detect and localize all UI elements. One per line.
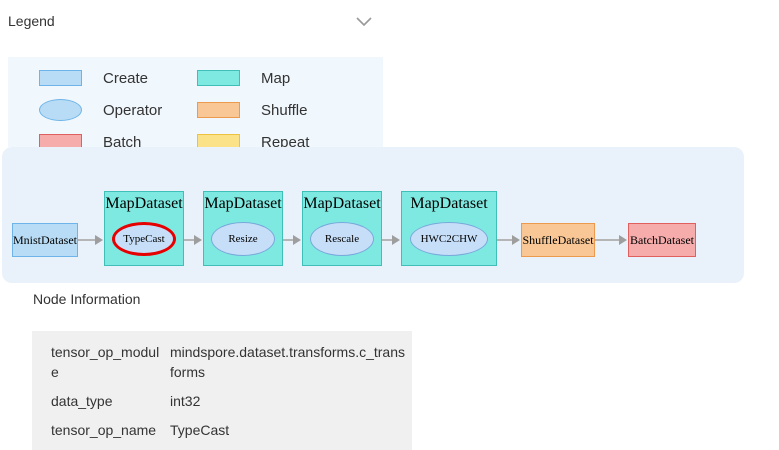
graph-node-create[interactable]: MnistDataset <box>12 223 78 257</box>
legend-item-create: Create <box>39 63 197 93</box>
node-info-value: TypeCast <box>170 422 230 438</box>
legend-item-label: Repeat <box>261 133 310 151</box>
map-node-title: MapDataset <box>410 195 488 212</box>
node-info-value: mindspore.dataset.transforms.c_transform… <box>170 344 405 380</box>
node-info-value: int32 <box>170 393 201 409</box>
node-info-title: Node Information <box>33 291 141 307</box>
node-info-table: tensor_op_module mindspore.dataset.transf… <box>32 331 412 450</box>
graph-edge <box>184 235 202 245</box>
legend-item-label: Create <box>103 69 149 87</box>
legend-item-batch: Batch <box>39 127 197 157</box>
legend-item-label: Map <box>261 69 291 87</box>
graph-edge <box>78 235 103 245</box>
chevron-down-icon[interactable] <box>354 15 374 28</box>
map-swatch-icon <box>197 70 240 86</box>
legend-item-label: Shuffle <box>261 101 308 119</box>
graph-edge <box>283 235 301 245</box>
graph-node-shuffle[interactable]: ShuffleDataset <box>521 223 595 257</box>
operator-node-resize[interactable]: Resize <box>211 222 275 256</box>
map-node-title: MapDataset <box>105 195 183 212</box>
graph-edge <box>497 235 520 245</box>
node-info-key: data_type <box>51 393 113 409</box>
legend-item-map: Map <box>197 63 383 93</box>
operator-node-hwc2chw[interactable]: HWC2CHW <box>410 222 488 256</box>
shuffle-swatch-icon <box>197 102 240 118</box>
graph-edge <box>382 235 400 245</box>
map-node-title: MapDataset <box>303 195 381 212</box>
legend-title: Legend <box>8 13 55 29</box>
operator-swatch-icon <box>39 99 82 121</box>
map-node-title: MapDataset <box>204 195 282 212</box>
legend-section-header: Legend <box>8 10 374 32</box>
node-info-row: tensor_op_module mindspore.dataset.transf… <box>51 342 406 382</box>
legend-item-shuffle: Shuffle <box>197 95 383 125</box>
legend-item-label: Operator <box>103 101 163 119</box>
legend-item-operator: Operator <box>39 95 197 125</box>
legend-item-repeat: Repeat <box>197 127 383 157</box>
create-swatch-icon <box>39 70 82 86</box>
legend-item-label: Batch <box>103 133 142 151</box>
node-info-row: data_type int32 <box>51 391 406 411</box>
operator-node-typecast[interactable]: TypeCast <box>112 222 176 256</box>
node-info-key: tensor_op_module <box>51 344 160 380</box>
node-info-row: tensor_op_name TypeCast <box>51 420 406 440</box>
graph-edge <box>595 235 627 245</box>
graph-node-batch[interactable]: BatchDataset <box>628 223 696 257</box>
operator-node-rescale[interactable]: Rescale <box>310 222 374 256</box>
node-info-key: tensor_op_name <box>51 422 157 438</box>
